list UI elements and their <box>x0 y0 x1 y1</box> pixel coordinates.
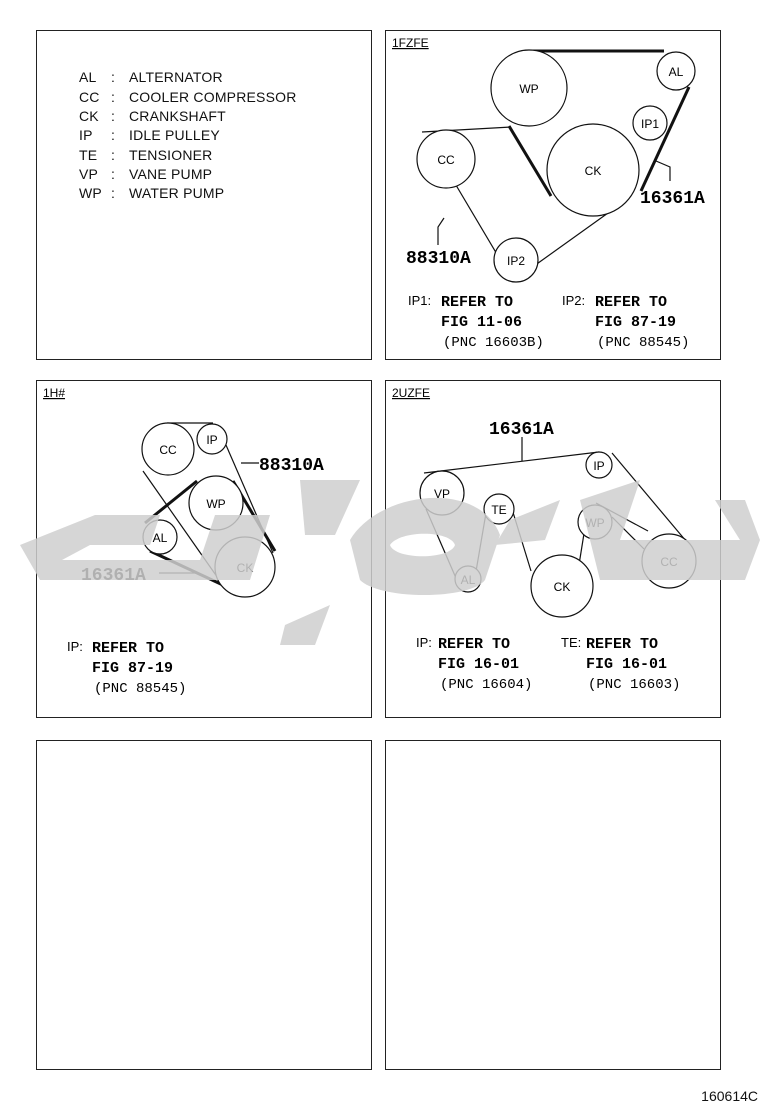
part-number-label: 88310A <box>259 456 324 476</box>
note-text: REFER TO <box>438 636 510 653</box>
pulley-label: IP1 <box>641 117 659 131</box>
legend-code: TE <box>79 147 98 163</box>
pulley-label: AL <box>669 65 684 79</box>
engine-label: 1H# <box>43 386 65 400</box>
part-number-label: 88310A <box>406 249 471 269</box>
empty-panel <box>36 740 372 1070</box>
part-number-label: 16361A <box>640 189 705 209</box>
pulley-label: IP <box>593 459 604 473</box>
legend-panel: AL : ALTERNATOR CC : COOLER COMPRESSOR C… <box>36 30 372 360</box>
note-text: FIG 11-06 <box>441 314 522 331</box>
belt-diagram-2uzfe: 2UZFE VP TE AL CK IP WP CC 16361A IP: RE… <box>392 386 697 693</box>
empty-panel <box>385 740 721 1070</box>
belt-16361a-segment <box>425 508 460 586</box>
pulley-ip1 <box>632 105 668 141</box>
legend-code: WP <box>79 185 102 201</box>
pulley-ip <box>585 451 613 479</box>
legend-name: IDLE PULLEY <box>129 127 220 143</box>
legend-name: TENSIONER <box>129 147 213 163</box>
legend-name: VANE PUMP <box>129 166 213 182</box>
legend-separator: : <box>111 89 116 105</box>
pulley-label: VP <box>434 487 450 501</box>
engine-label: 2UZFE <box>392 386 430 400</box>
diagram-panel-1hz: 1H# CC IP WP AL CK 88310A 16361A IP: REF… <box>36 380 372 718</box>
legend-code: IP <box>79 127 93 143</box>
pulley-ip <box>196 423 228 455</box>
belt-16361a-segment <box>423 451 600 474</box>
legend-code: CC <box>79 89 100 105</box>
pulley-label: CK <box>585 164 602 178</box>
belt-16361a-segment <box>511 508 532 572</box>
legend-separator: : <box>111 147 116 163</box>
pulley-label: CK <box>554 580 571 594</box>
pulley-cc <box>141 422 195 476</box>
legend-separator: : <box>111 127 116 143</box>
note-text: (PNC 16603B) <box>443 335 544 351</box>
note-text: (PNC 88545) <box>597 335 689 351</box>
note-text: REFER TO <box>595 294 667 311</box>
pulley-label: WP <box>206 497 225 511</box>
legend-code: VP <box>79 166 99 182</box>
pulley-label: AL <box>153 531 168 545</box>
pulley-label: CC <box>437 153 455 167</box>
note-text: (PNC 16603) <box>588 677 680 693</box>
pulley-label: WP <box>585 516 604 530</box>
note-text: FIG 87-19 <box>595 314 676 331</box>
leader-line <box>655 160 671 181</box>
pulley-label: WP <box>519 82 538 96</box>
pulley-label: IP2 <box>507 254 525 268</box>
note-text: REFER TO <box>441 294 513 311</box>
legend-name: WATER PUMP <box>129 185 225 201</box>
legend-code: CK <box>79 108 99 124</box>
legend-separator: : <box>111 108 116 124</box>
belt-16361a-segment <box>639 86 691 192</box>
note-label: IP: <box>67 639 83 654</box>
legend-separator: : <box>111 166 116 182</box>
note-text: FIG 16-01 <box>586 656 667 673</box>
pulley-label: TE <box>491 503 506 517</box>
note-text: (PNC 88545) <box>94 681 186 697</box>
pulley-label: CC <box>660 555 678 569</box>
belt-diagram-1hz: 1H# CC IP WP AL CK 88310A 16361A IP: REF… <box>43 386 324 697</box>
note-text: REFER TO <box>586 636 658 653</box>
pulley-label: IP <box>206 433 217 447</box>
pulley-label: CK <box>237 561 254 575</box>
belt-16361a-segment <box>149 549 226 588</box>
document-id: 160614C <box>701 1088 758 1104</box>
legend-separator: : <box>111 69 116 85</box>
diagram-panel-1fzfe: 1FZFE WP AL IP1 CC CK IP2 16361A 88310A … <box>385 30 721 360</box>
belt-88310a-segment <box>421 126 512 133</box>
engine-label: 1FZFE <box>392 36 429 50</box>
legend-code: AL <box>79 69 97 85</box>
legend-separator: : <box>111 185 116 201</box>
pulley-ck <box>546 123 640 217</box>
part-number-label: 16361A <box>489 420 554 440</box>
belt-16361a-segment <box>507 125 553 197</box>
note-label: IP1: <box>408 293 431 308</box>
note-label: IP: <box>416 635 432 650</box>
legend-name: ALTERNATOR <box>129 69 223 85</box>
diagram-panel-2uzfe: 2UZFE VP TE AL CK IP WP CC 16361A IP: RE… <box>385 380 721 718</box>
pulley-ck <box>530 554 594 618</box>
legend-name: COOLER COMPRESSOR <box>129 89 297 105</box>
belt-diagram-1fzfe: 1FZFE WP AL IP1 CC CK IP2 16361A 88310A … <box>392 36 705 351</box>
belt-16361a-segment <box>611 516 645 550</box>
pulley-cc <box>416 129 476 189</box>
note-text: (PNC 16604) <box>440 677 532 693</box>
legend-name: CRANKSHAFT <box>129 108 226 124</box>
note-text: FIG 16-01 <box>438 656 519 673</box>
leader-line <box>437 217 445 245</box>
pulley-label: AL <box>461 573 476 587</box>
pulley-al <box>656 51 696 91</box>
pulley-ip2 <box>493 237 539 283</box>
note-label: IP2: <box>562 293 585 308</box>
note-text: FIG 87-19 <box>92 660 173 677</box>
part-number-label: 16361A <box>81 566 146 586</box>
pulley-wp <box>490 49 568 127</box>
note-label: TE: <box>561 635 581 650</box>
note-text: REFER TO <box>92 640 164 657</box>
pulley-label: CC <box>159 443 177 457</box>
